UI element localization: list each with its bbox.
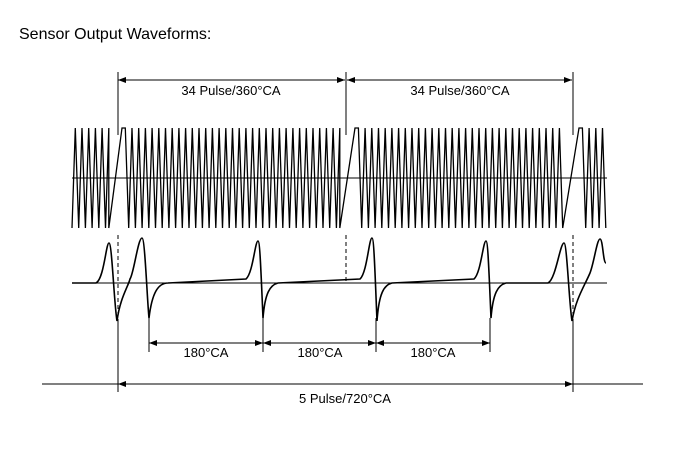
reference-lines — [117, 72, 574, 392]
crank-waveform — [71, 127, 607, 229]
label-5-pulse-720: 5 Pulse/720°CA — [299, 391, 391, 406]
diagram-title: Sensor Output Waveforms: — [19, 26, 212, 43]
label-34-pulse-right: 34 Pulse/360°CA — [410, 83, 509, 98]
label-180-ca-3: 180°CA — [411, 345, 456, 360]
label-180-ca-2: 180°CA — [298, 345, 343, 360]
label-34-pulse-left: 34 Pulse/360°CA — [181, 83, 280, 98]
cam-waveform — [72, 237, 607, 322]
label-180-ca-1: 180°CA — [184, 345, 229, 360]
